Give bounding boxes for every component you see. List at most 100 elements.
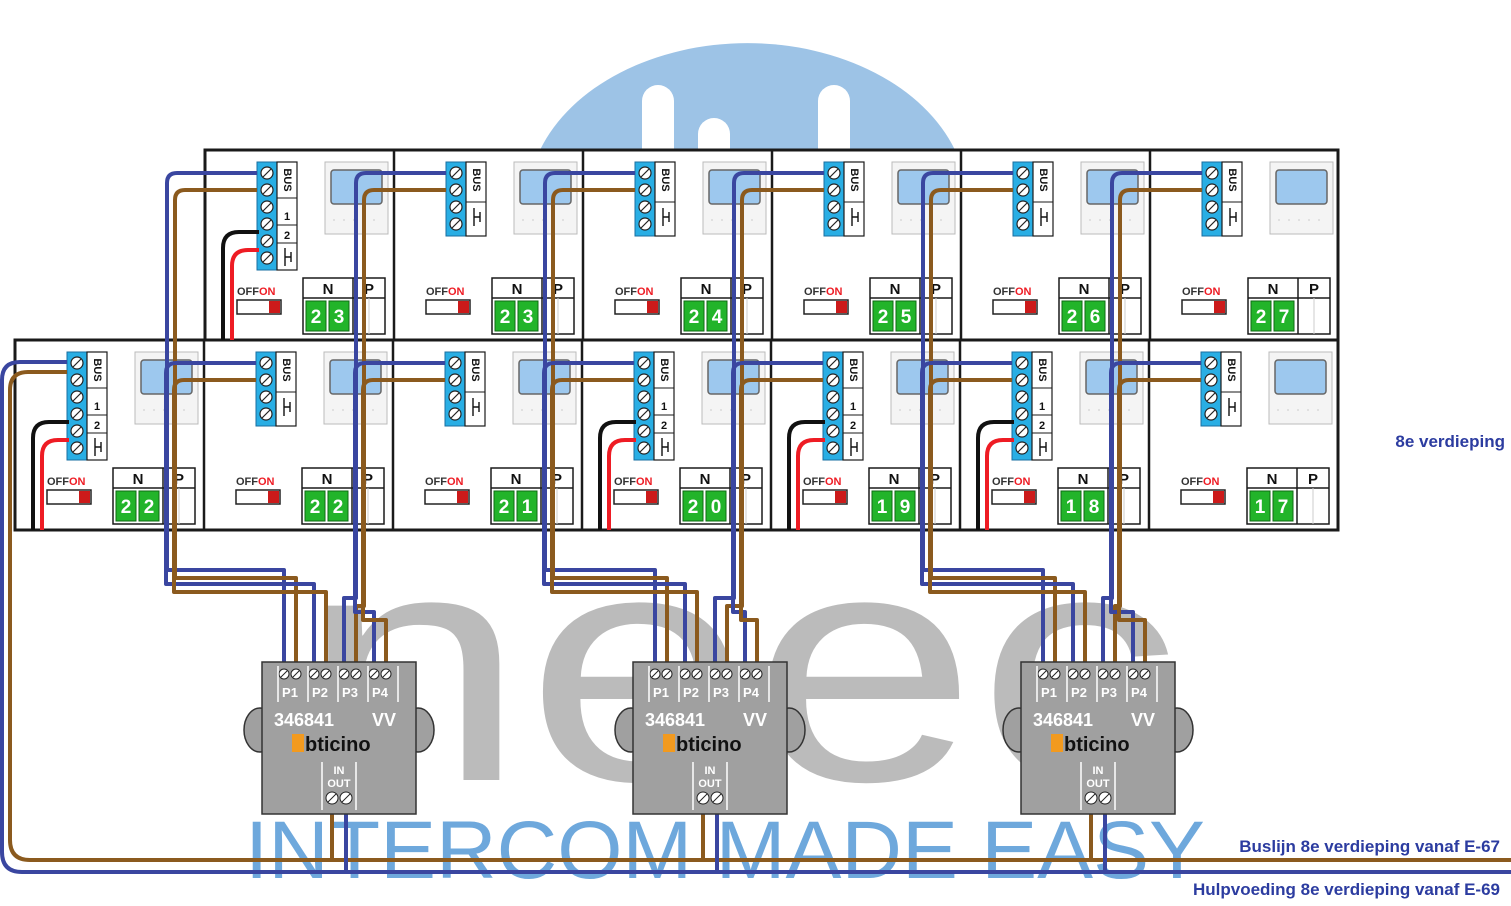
on-label: ON [448,286,465,298]
address-digit-cell [682,490,704,522]
neec-logo-notch-right [818,85,850,175]
screw-slot [741,670,749,678]
switch-lever [647,301,658,313]
aux-wire-red [796,438,825,530]
screw-slot [640,202,650,212]
bus-label: BUS [1225,358,1237,381]
switch-lever [1214,301,1225,313]
off-label: OFF [1182,286,1204,298]
screw-slot [1206,392,1216,402]
screw-slot [72,409,82,419]
bus-label: BUS [848,168,860,191]
screw-slot [1111,670,1119,678]
bus-label: BUS [91,358,103,381]
screw-slot [639,392,649,402]
address-digit: 2 [1256,307,1267,328]
address-digit-cell [705,490,727,522]
screw-slot [262,236,272,246]
screw-slot [1018,202,1028,212]
distributor-body [1020,661,1176,815]
in-label: IN [334,765,345,777]
screw-slot [72,375,82,385]
screw-slot [1017,409,1027,419]
screw-slot [1206,358,1216,368]
screw-slot [828,409,838,419]
off-label: OFF [237,286,259,298]
address-digit-cell [1249,490,1271,522]
bus-label: BUS [280,358,292,381]
on-label: ON [825,476,842,488]
address-digit: 8 [1089,497,1100,518]
address-digit: 2 [688,497,699,518]
button-symbol-icon [284,248,292,266]
address-digit-cell [493,490,515,522]
screw-slot [1207,168,1217,178]
bus-label: BUS [847,358,859,381]
n-label: N [889,471,900,488]
aux-wire-black [598,420,636,530]
address-digit: 7 [1278,497,1289,518]
bticino-logo: bticino [305,734,371,756]
bus-label: BUS [1037,168,1049,191]
address-digit: 7 [1279,307,1290,328]
terminal-1-label: 1 [661,401,667,413]
port-label: P3 [342,685,358,700]
bus-wire-blue [920,361,1075,672]
trunk-wire-blue [0,360,1511,874]
terminal-1-label: 1 [850,401,856,413]
screw-slot [639,375,649,385]
screw-slot [753,670,761,678]
screw-slot [451,219,461,229]
button-symbol-icon [662,208,670,226]
screw-slot [829,219,839,229]
address-digit: 2 [144,497,155,518]
bus-wire-brown [928,378,1087,672]
p-label: P [553,281,563,298]
off-label: OFF [615,286,637,298]
neec-logo-dome [540,43,955,151]
on-label: ON [636,476,653,488]
address-digit-cell [1250,300,1272,332]
bus-wire-brown [550,378,699,672]
on-label: ON [69,476,86,488]
switch-lever [269,301,280,313]
screw-slot [450,392,460,402]
p-label: P [1120,281,1130,298]
screw-slot [639,426,649,436]
bus-wire-blue [731,361,823,672]
port-label: P2 [1071,685,1087,700]
address-digit: 2 [878,307,889,328]
off-label: OFF [804,286,826,298]
address-digit: 9 [900,497,911,518]
bticino-logo: bticino [676,734,742,756]
screw-slot [1207,202,1217,212]
button-symbol-icon [472,398,480,416]
screw-slot [1086,793,1096,803]
on-label: ON [637,286,654,298]
screw-slot [723,670,731,678]
screw-slot [1017,426,1027,436]
screw-slot [1100,793,1110,803]
screw-slot [280,670,288,678]
address-digit-cell [1084,300,1106,332]
address-digit: 2 [1067,307,1078,328]
screw-slot [681,670,689,678]
n-label: N [133,471,144,488]
terminal-2-label: 2 [1039,420,1045,432]
p-label: P [552,471,562,488]
terminal-2-label: 2 [850,420,856,432]
screw-slot [261,375,271,385]
on-label: ON [447,476,464,488]
screw-slot [292,670,300,678]
terminal-label-strip [654,161,676,237]
p-label: P [364,281,374,298]
bticino-logo-mark [1051,734,1063,752]
p-label: P [1119,471,1129,488]
off-label: OFF [236,476,258,488]
address-digit: 2 [499,497,510,518]
address-digit: 6 [1090,307,1101,328]
address-digit-cell [895,300,917,332]
